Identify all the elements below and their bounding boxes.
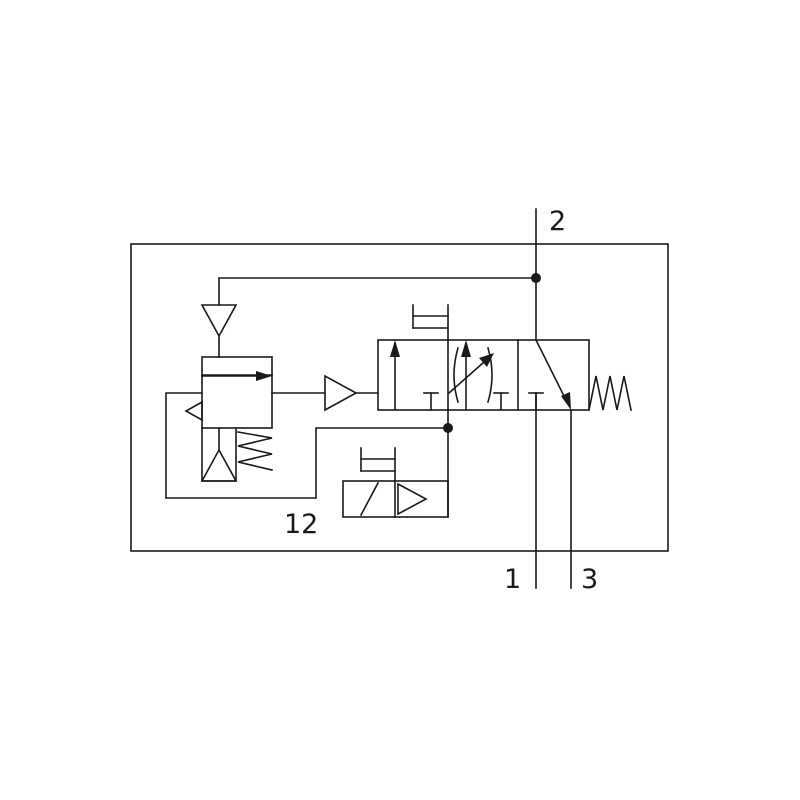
return-spring	[588, 375, 632, 411]
up-arrow-icon	[461, 340, 471, 357]
feedback-triangle	[184, 400, 203, 422]
valve-housing-border	[130, 243, 669, 552]
pilot-amplifier	[271, 374, 379, 412]
solenoid-triangle	[397, 482, 428, 516]
regulator-spring	[237, 431, 273, 471]
pilot-supply-line	[218, 273, 541, 306]
port-12-label: 12	[284, 509, 318, 540]
diagonal-arrow-head	[561, 392, 571, 410]
main-valve	[377, 304, 632, 411]
solenoid-pilot	[342, 447, 449, 518]
port-1-label: 1	[504, 564, 521, 595]
manual-override-solenoid	[360, 447, 396, 482]
valve-position-1	[390, 340, 439, 411]
flow-arrow-head	[256, 371, 272, 381]
valve-position-2	[447, 340, 509, 411]
feedback-loop-line	[165, 392, 449, 499]
regulator-body	[201, 356, 273, 429]
variable-arrow-shaft	[447, 360, 486, 395]
port-3-label: 3	[581, 564, 598, 595]
junction-dot-mid	[443, 423, 453, 433]
amplifier-triangle	[324, 374, 358, 412]
main-valve-body	[377, 339, 590, 411]
solenoid-coil-icon	[359, 481, 380, 517]
variable-arrow-head	[479, 353, 494, 367]
manual-override-main	[412, 304, 449, 341]
junction-dot-top	[531, 273, 541, 283]
port-2-label: 2	[549, 206, 566, 237]
pilot-inlet-triangle	[200, 304, 238, 338]
diagonal-arrow-shaft	[534, 338, 567, 400]
regulator-bottom-triangle	[200, 448, 238, 482]
valve-position-3	[528, 338, 571, 411]
up-arrow-icon	[390, 340, 400, 357]
